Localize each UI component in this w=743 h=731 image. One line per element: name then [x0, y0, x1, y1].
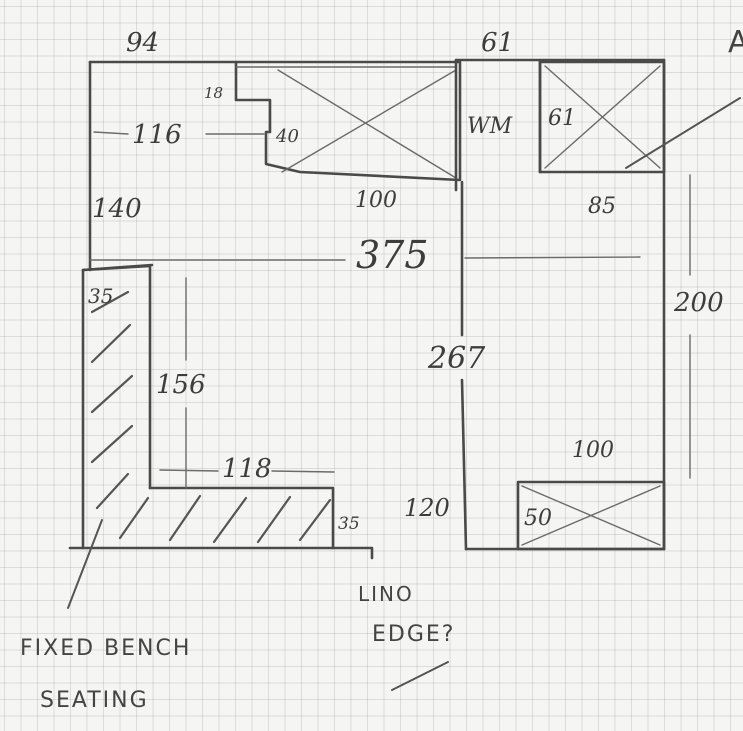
dim-label-left-upper: 140	[92, 194, 142, 224]
dim-label-right-unit-depth: 85	[588, 194, 616, 219]
lino-edge-label-line2: EDGE?	[372, 622, 456, 647]
bottom-unit-outline	[516, 480, 666, 551]
dim-label-mid-width: 100	[355, 188, 397, 213]
dim-label-top-left: 94	[126, 28, 160, 58]
bench-seating-label-line2: SEATING	[40, 688, 149, 713]
dim-label-bottom-unit-width: 100	[572, 438, 614, 463]
center-divider-line-lower	[460, 378, 468, 551]
dim-line-375-right	[464, 256, 641, 259]
lino-underline	[391, 661, 449, 691]
right-unit-cross-b	[544, 65, 661, 169]
bottom-unit-cross-b	[521, 485, 661, 546]
dim-line-116-left	[93, 131, 129, 135]
corner-leader-line	[625, 97, 741, 169]
bench-leader-line	[67, 519, 103, 609]
dim-line-118-right	[271, 470, 335, 473]
bench-hatch-vertical	[90, 290, 134, 510]
dim-label-right-unit: 61	[548, 106, 576, 131]
stepped-unit-outline	[234, 60, 462, 182]
bench-seating-label-line1: FIXED BENCH	[20, 636, 192, 661]
stepped-unit-cross-a	[277, 69, 457, 179]
dim-label-top-right: 61	[481, 28, 515, 58]
corner-mark-label: A	[728, 25, 743, 60]
dim-label-bench-depth: 35	[88, 284, 114, 308]
bench-side-outline	[81, 264, 152, 490]
bench-hatch-bottom	[118, 494, 332, 544]
dim-label-center-length: 267	[428, 341, 486, 376]
dim-line-118-left	[159, 469, 219, 472]
bench-bottom-outline	[148, 486, 335, 550]
dim-label-bench-side: 156	[156, 370, 206, 400]
wm-label: WM	[467, 114, 513, 139]
dim-label-bench-bottom: 118	[222, 454, 272, 484]
dim-label-bench-end: 35	[338, 514, 360, 534]
dim-label-bottom-unit-depth: 50	[524, 506, 552, 531]
dim-label-overall-width: 375	[356, 233, 429, 277]
dim-label-doorway: 120	[404, 494, 450, 522]
stepped-unit-cross-b	[281, 69, 457, 173]
dim-label-unit-depth: 40	[276, 126, 299, 147]
lino-edge-label-line1: LINO	[358, 582, 414, 606]
right-unit-outline	[538, 60, 666, 174]
dim-label-upper-inner: 116	[132, 120, 182, 150]
dim-label-right-height: 200	[674, 288, 724, 318]
floor-edge-bottom	[68, 546, 374, 560]
dim-label-step: 18	[204, 84, 224, 102]
